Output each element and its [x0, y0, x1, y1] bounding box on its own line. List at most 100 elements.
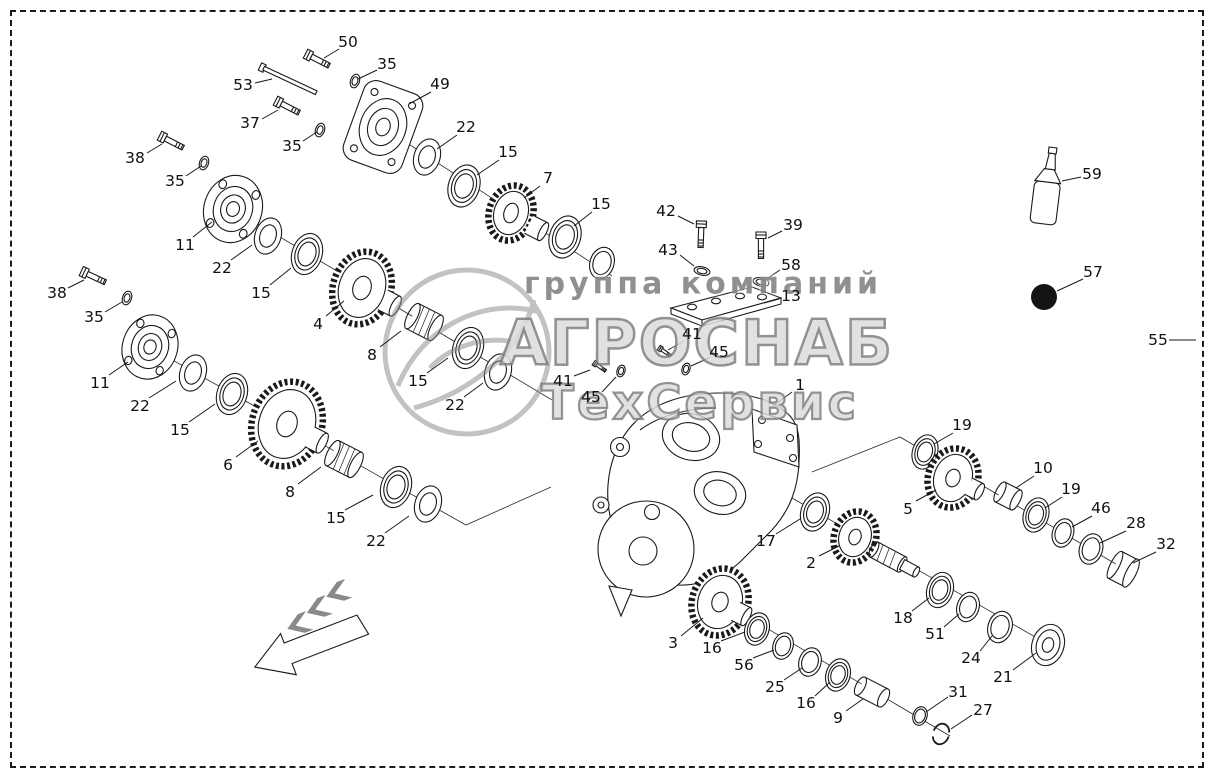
leader-line-1	[773, 392, 792, 406]
part-22-washer	[409, 135, 445, 178]
part-59-grease-bottle	[1030, 146, 1065, 226]
part-15-bearing	[211, 369, 253, 418]
part-49-bearing-cover	[340, 77, 427, 177]
part-27-snap-ring	[930, 722, 952, 747]
part-38-bolt	[156, 130, 186, 153]
leader-line-57	[1057, 279, 1083, 291]
leader-line-41	[574, 370, 590, 376]
part-35-washer	[349, 73, 362, 89]
part-28-ring	[1075, 531, 1106, 568]
part-13-mount-plate	[671, 287, 781, 326]
part-41-stud	[591, 360, 608, 374]
part-17-bearing	[796, 489, 835, 535]
part-22-washer	[410, 482, 446, 525]
leader-line-35	[186, 166, 201, 176]
leader-line-22	[437, 135, 457, 149]
leader-line-22	[385, 516, 409, 533]
leader-line-46	[1072, 516, 1092, 527]
part-41-stud	[656, 345, 673, 359]
leader-line-15	[477, 160, 499, 175]
part-1-gearbox-housing	[593, 393, 799, 616]
leader-line-19	[1045, 497, 1062, 508]
leader-line-19	[934, 433, 953, 444]
leader-line-16	[721, 632, 745, 641]
part-22-washer	[175, 351, 211, 394]
leader-line-35	[105, 302, 122, 312]
leader-line-31	[926, 697, 948, 712]
part-35-washer	[314, 122, 327, 138]
part-35-washer	[121, 290, 134, 306]
part-43-washer	[693, 265, 710, 277]
leader-line-15	[574, 212, 592, 226]
leader-line-7	[524, 186, 540, 198]
part-16-bearing	[821, 656, 854, 695]
leader-line-27	[951, 715, 972, 729]
leader-line-56	[753, 650, 774, 658]
leader-line-38	[68, 280, 84, 288]
leader-line-15	[189, 404, 215, 422]
part-56-ring	[769, 630, 796, 662]
leader-line-59	[1062, 177, 1081, 181]
leader-line-25	[784, 668, 802, 680]
leader-line-41	[668, 341, 684, 350]
part-9-sleeve	[852, 675, 892, 709]
part-45-washer	[680, 362, 691, 376]
leader-line-43	[680, 255, 694, 266]
seal-ring	[586, 244, 619, 282]
part-32-end-cap	[1104, 549, 1143, 589]
part-50-bolt	[302, 48, 332, 71]
leader-line-45	[691, 357, 711, 366]
leader-line-15	[270, 268, 291, 285]
leader-line-38	[147, 144, 162, 153]
leader-line-22	[231, 245, 252, 260]
leader-line-11	[109, 362, 128, 375]
part-15-bearing	[443, 161, 486, 211]
leader-line-6	[236, 441, 258, 457]
part-46-ring	[1049, 516, 1078, 550]
part-37-bolt	[272, 95, 302, 118]
part-58-washer	[752, 276, 769, 288]
leader-line-37	[262, 110, 278, 119]
part-39-bolt	[755, 231, 767, 260]
leader-line-4	[326, 301, 344, 316]
part-8-splined-sleeve	[402, 301, 447, 342]
leader-line-53	[255, 79, 272, 83]
leader-line-17	[776, 519, 800, 534]
leader-line-51	[944, 614, 959, 627]
leader-line-10	[1016, 476, 1034, 488]
leader-line-50	[324, 49, 339, 58]
leader-line-32	[1133, 552, 1156, 563]
leader-line-11	[193, 222, 212, 237]
part-7-gear-hub	[524, 215, 550, 242]
part-2-gear-shaft	[867, 540, 923, 580]
part-45-washer	[615, 364, 626, 378]
part-25-ring	[795, 645, 825, 679]
leader-line-3	[681, 618, 703, 636]
part-6-gear-hub	[305, 427, 331, 455]
leader-line-45	[602, 377, 616, 392]
leader-line-22	[149, 381, 176, 398]
part-15-bearing	[544, 212, 587, 262]
leader-lines-layer	[68, 49, 1196, 729]
leader-line-22	[464, 383, 483, 397]
leader-line-35	[303, 132, 317, 141]
part-51-ring	[953, 589, 983, 624]
part-35-washer	[198, 155, 211, 171]
leader-line-28	[1100, 531, 1126, 543]
part-2-gear	[827, 506, 883, 568]
part-8-splined-sleeve	[322, 438, 367, 479]
leader-line-9	[846, 699, 863, 711]
part-57-plug	[1031, 284, 1057, 310]
leader-line-21	[1013, 653, 1036, 670]
leader-line-13	[764, 299, 779, 303]
part-15-bearing	[286, 229, 328, 278]
leader-line-49	[409, 92, 431, 104]
direction-arrow-icon	[237, 578, 373, 688]
leader-line-58	[768, 270, 780, 278]
part-4-gear-hub	[378, 290, 404, 318]
leader-line-35	[358, 70, 377, 79]
part-15-bearing	[375, 462, 417, 511]
leader-line-18	[912, 598, 929, 611]
part-42-bolt	[695, 220, 708, 249]
